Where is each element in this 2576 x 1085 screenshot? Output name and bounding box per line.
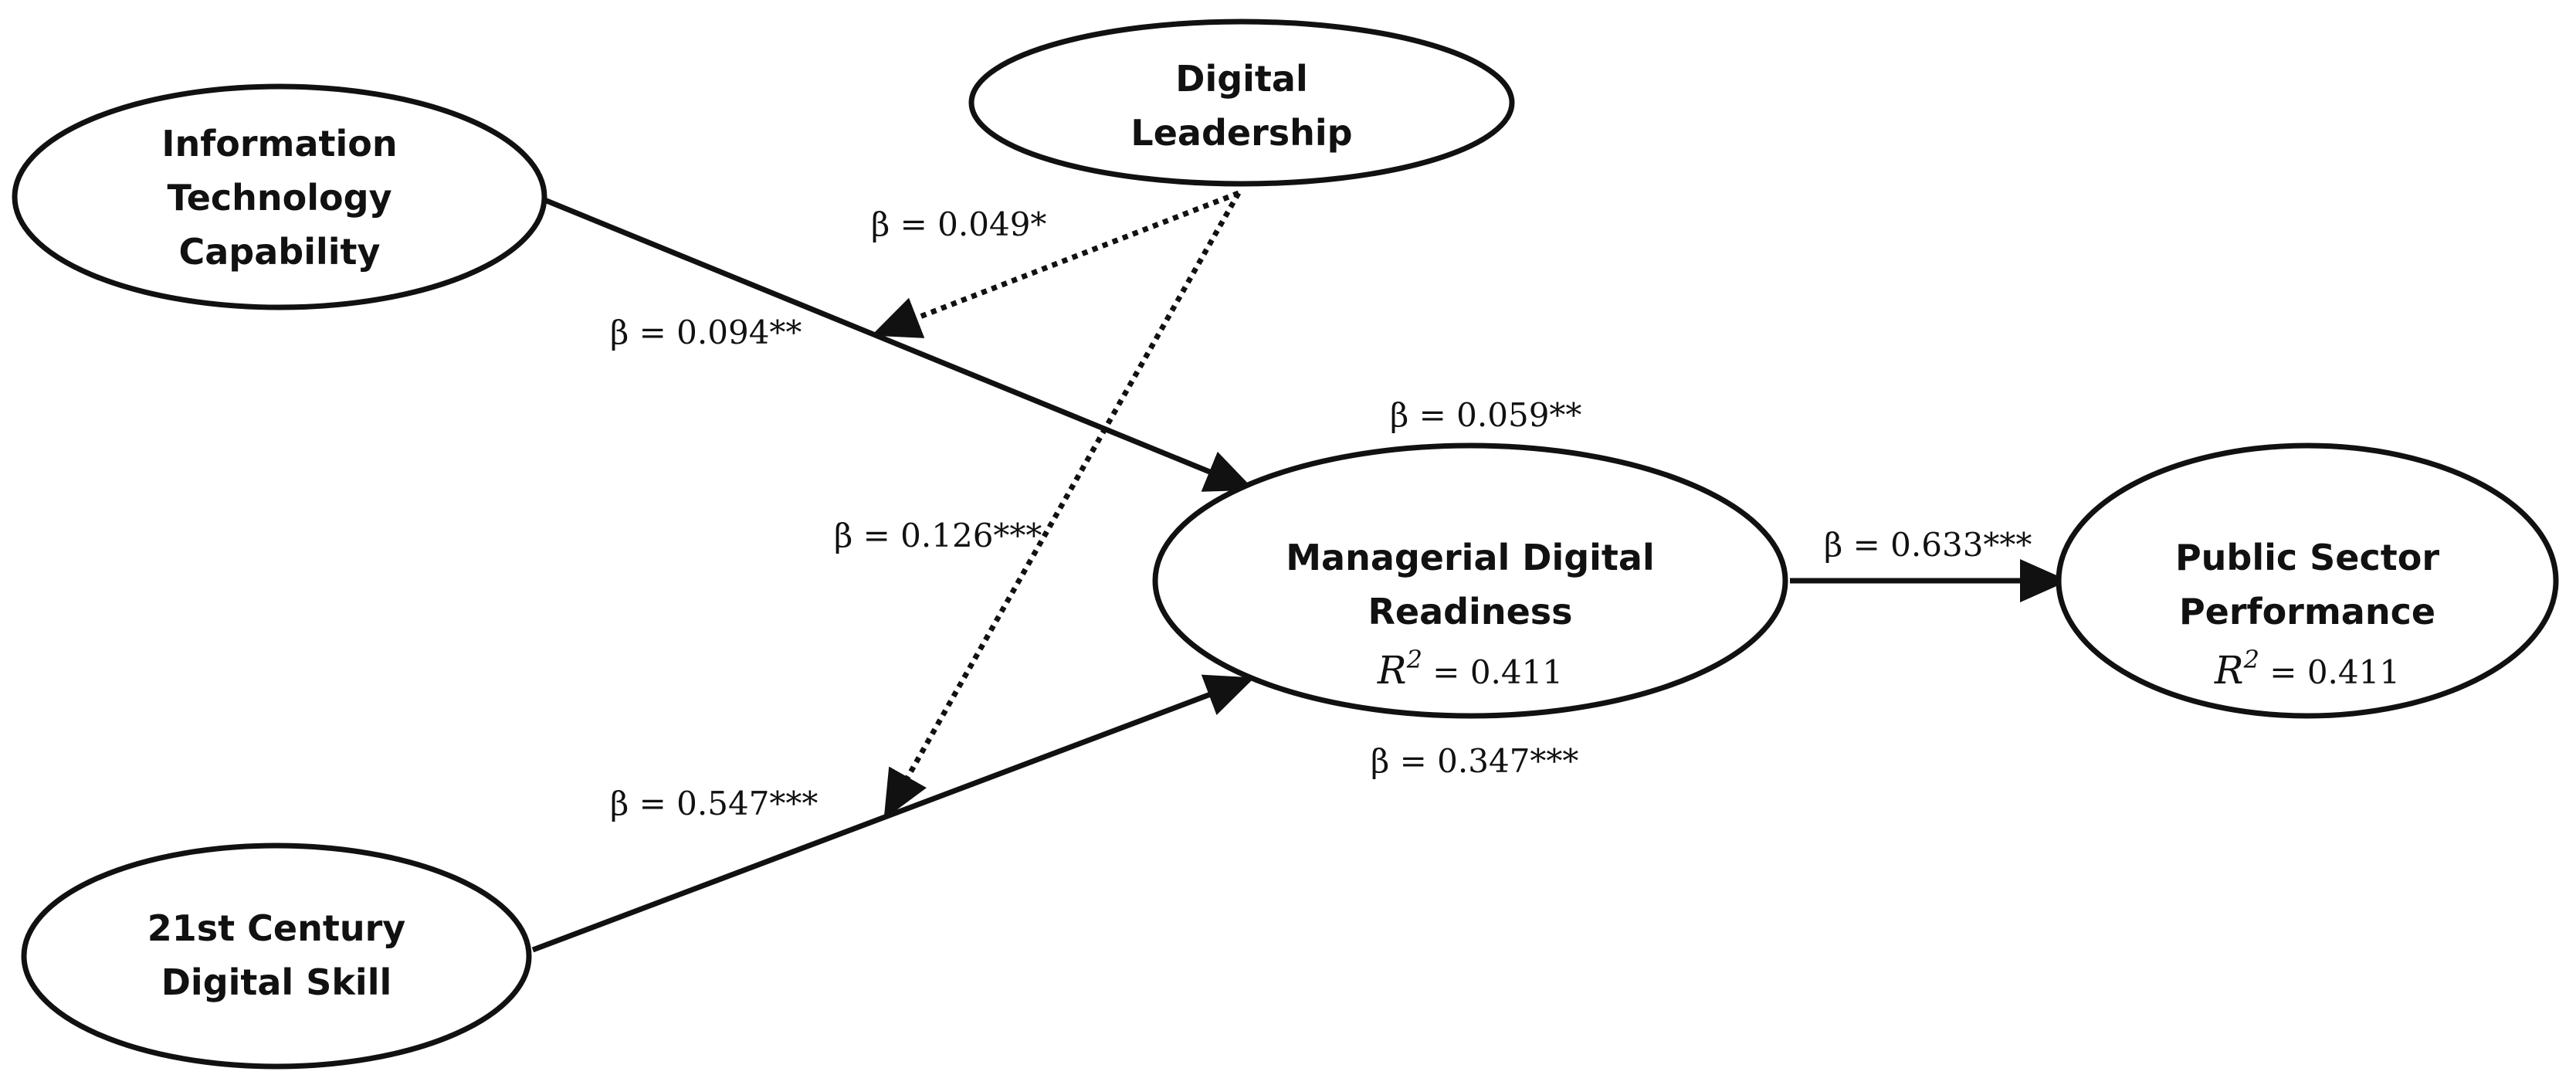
node-public-performance: Public Sector Performance R2 = 0.411 bbox=[2056, 442, 2559, 719]
node-digital-leadership-line-2: Leadership bbox=[1130, 112, 1352, 154]
label-readiness-to-performance: β = 0.633*** bbox=[1824, 526, 2032, 564]
node-it-capability-line-1: Information bbox=[161, 123, 397, 164]
label-leadership-mod-skill: β = 0.126*** bbox=[834, 517, 1042, 554]
label-upper-effect: β = 0.059** bbox=[1390, 396, 1581, 434]
node-it-capability-line-3: Capability bbox=[179, 231, 381, 273]
node-digital-skill-line-2: Digital Skill bbox=[161, 961, 391, 1003]
readiness-r-squared: R2 = 0.411 bbox=[1377, 645, 1563, 693]
node-managerial-readiness-line-1: Managerial Digital bbox=[1286, 537, 1654, 578]
performance-r-squared: R2 = 0.411 bbox=[2214, 645, 2400, 693]
node-digital-leadership: Digital Leadership bbox=[968, 19, 1515, 187]
label-leadership-mod-it: β = 0.049* bbox=[871, 205, 1046, 243]
node-public-performance-line-1: Public Sector bbox=[2175, 537, 2439, 578]
node-managerial-readiness: Managerial Digital Readiness R2 = 0.411 bbox=[1152, 442, 1788, 719]
node-managerial-readiness-line-2: Readiness bbox=[1368, 591, 1572, 632]
path-leadership-mod-skill bbox=[883, 192, 1242, 820]
label-it-to-readiness: β = 0.094** bbox=[610, 314, 802, 351]
node-it-capability-line-2: Technology bbox=[167, 177, 391, 219]
node-digital-leadership-line-1: Digital bbox=[1175, 58, 1307, 100]
path-it-to-readiness bbox=[541, 196, 1255, 492]
label-skill-to-readiness: β = 0.547*** bbox=[610, 785, 818, 822]
node-it-capability: Information Technology Capability bbox=[12, 83, 547, 310]
node-digital-skill: 21st Century Digital Skill bbox=[21, 843, 532, 1070]
label-lower-effect: β = 0.347*** bbox=[1371, 742, 1578, 780]
node-public-performance-line-2: Performance bbox=[2179, 591, 2435, 632]
node-digital-skill-line-1: 21st Century bbox=[147, 907, 406, 949]
